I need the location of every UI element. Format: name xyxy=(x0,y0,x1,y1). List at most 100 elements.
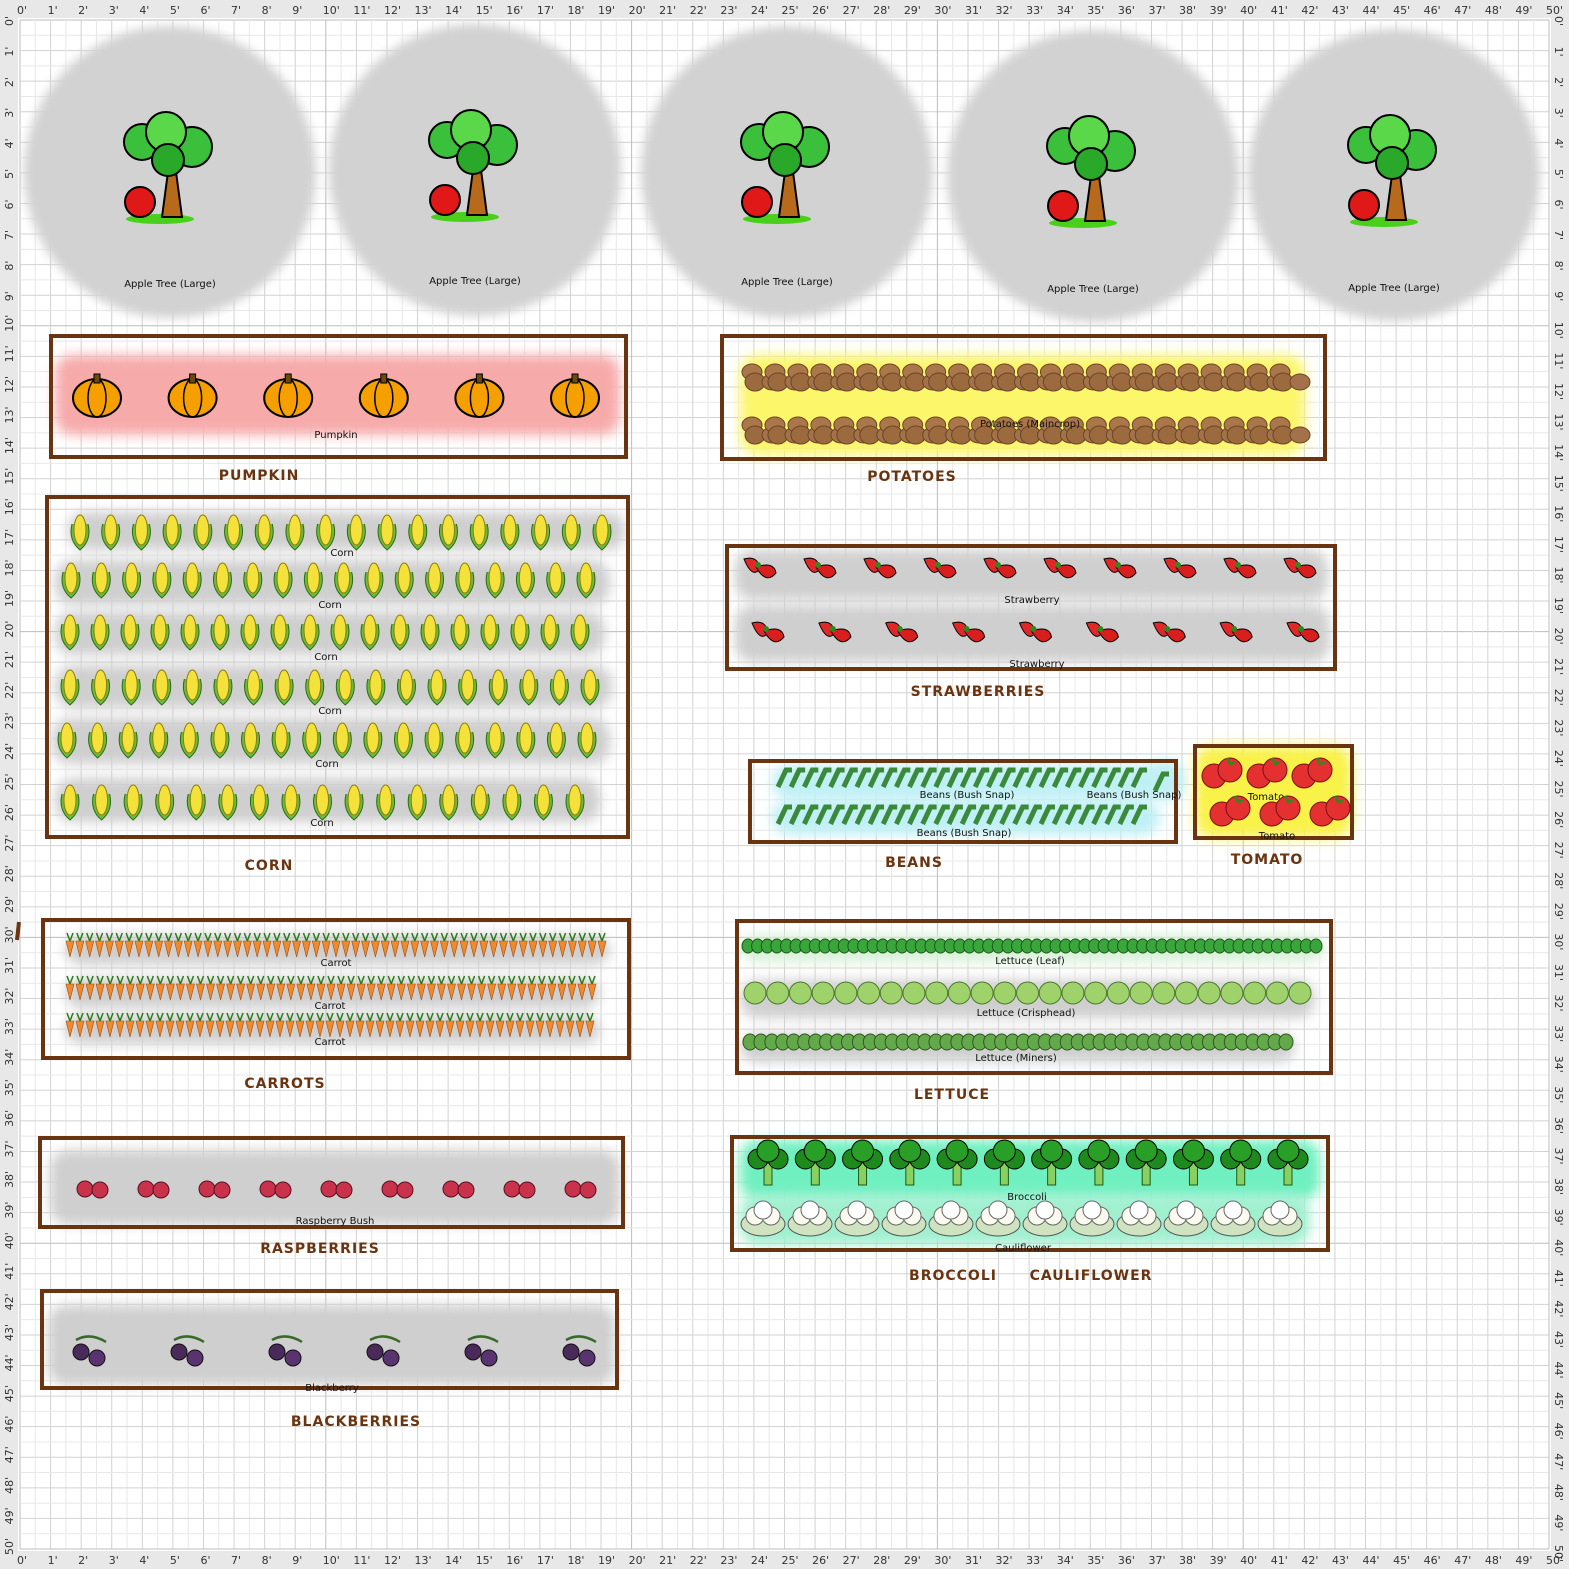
lettuce-head-icon[interactable] xyxy=(834,981,858,1005)
lettuce-miners-icon[interactable] xyxy=(1278,1033,1294,1051)
cauliflower-icon[interactable] xyxy=(928,1200,974,1237)
bean-icon[interactable] xyxy=(1025,804,1042,826)
plant-row[interactable]: Pumpkin xyxy=(72,373,600,441)
strawberry-icon[interactable] xyxy=(951,621,986,643)
corn-icon[interactable] xyxy=(363,722,383,759)
carrot-icon[interactable] xyxy=(325,1012,335,1038)
corn-icon[interactable] xyxy=(60,669,80,706)
bean-icon[interactable] xyxy=(854,804,871,826)
carrot-icon[interactable] xyxy=(376,975,386,1001)
lettuce-head-icon[interactable] xyxy=(1152,981,1176,1005)
carrot-icon[interactable] xyxy=(206,975,215,1001)
carrot-icon[interactable] xyxy=(255,1012,265,1038)
carrot-icon[interactable] xyxy=(266,975,276,1001)
bean-icon[interactable] xyxy=(1038,767,1055,789)
carrot-icon[interactable] xyxy=(548,932,558,958)
corn-icon[interactable] xyxy=(346,514,366,551)
corn-icon[interactable] xyxy=(302,722,322,759)
corn-icon[interactable] xyxy=(546,562,566,599)
pumpkin-icon[interactable] xyxy=(550,373,600,418)
bean-icon[interactable] xyxy=(1064,804,1082,826)
lettuce-head-icon[interactable] xyxy=(766,981,790,1005)
blackberry-icon[interactable] xyxy=(464,1335,499,1367)
bean-icon[interactable] xyxy=(1130,767,1147,789)
raspberry-icon[interactable] xyxy=(442,1180,475,1199)
corn-icon[interactable] xyxy=(516,722,536,759)
carrot-icon[interactable] xyxy=(457,975,466,1001)
carrot-icon[interactable] xyxy=(487,975,496,1001)
corn-icon[interactable] xyxy=(91,562,111,599)
blackberry-icon[interactable] xyxy=(366,1335,401,1367)
blackberry-icon[interactable] xyxy=(72,1335,107,1367)
carrot-icon[interactable] xyxy=(115,975,125,1001)
cauliflower-icon[interactable] xyxy=(787,1200,833,1237)
corn-icon[interactable] xyxy=(240,614,260,651)
corn-icon[interactable] xyxy=(515,562,535,599)
corn-icon[interactable] xyxy=(152,562,172,599)
carrot-icon[interactable] xyxy=(165,1012,175,1038)
strawberry-icon[interactable] xyxy=(923,557,957,579)
bean-icon[interactable] xyxy=(867,767,885,789)
carrot-icon[interactable] xyxy=(134,932,144,958)
carrot-icon[interactable] xyxy=(145,975,155,1001)
corn-icon[interactable] xyxy=(88,722,108,759)
bean-icon[interactable] xyxy=(907,767,924,789)
corn-icon[interactable] xyxy=(580,669,600,706)
carrot-icon[interactable] xyxy=(489,932,499,958)
carrot-icon[interactable] xyxy=(547,975,557,1001)
bean-icon[interactable] xyxy=(1078,767,1095,789)
corn-icon[interactable] xyxy=(213,669,233,706)
corn-icon[interactable] xyxy=(92,784,112,821)
corn-icon[interactable] xyxy=(364,562,384,599)
corn-icon[interactable] xyxy=(271,722,291,759)
cauliflower-icon[interactable] xyxy=(1163,1200,1209,1237)
bean-icon[interactable] xyxy=(907,804,924,826)
corn-icon[interactable] xyxy=(60,614,80,651)
carrot-icon[interactable] xyxy=(455,1012,465,1038)
broccoli-icon[interactable] xyxy=(1267,1139,1309,1186)
bean-icon[interactable] xyxy=(959,767,977,789)
plant-row[interactable]: Carrot xyxy=(65,975,597,1012)
corn-icon[interactable] xyxy=(182,562,202,599)
carrot-icon[interactable] xyxy=(75,975,85,1001)
corn-icon[interactable] xyxy=(450,614,470,651)
carrot-icon[interactable] xyxy=(203,932,213,958)
corn-icon[interactable] xyxy=(531,514,551,551)
bean-icon[interactable] xyxy=(986,804,1003,826)
corn-icon[interactable] xyxy=(150,614,170,651)
carrot-icon[interactable] xyxy=(366,975,376,1001)
corn-icon[interactable] xyxy=(101,514,121,551)
tomato-icon[interactable] xyxy=(1259,795,1301,827)
carrot-icon[interactable] xyxy=(193,932,203,958)
carrot-icon[interactable] xyxy=(587,932,597,958)
bean-icon[interactable] xyxy=(1130,804,1147,826)
bean-icon[interactable] xyxy=(1038,804,1055,826)
carrot-icon[interactable] xyxy=(155,1012,165,1038)
broccoli-icon[interactable] xyxy=(747,1139,789,1186)
plant-row[interactable]: Carrot xyxy=(65,1012,595,1048)
carrot-icon[interactable] xyxy=(535,1012,545,1038)
bean-icon[interactable] xyxy=(815,767,832,789)
lettuce-head-icon[interactable] xyxy=(1265,981,1289,1005)
corn-icon[interactable] xyxy=(377,514,397,551)
corn-icon[interactable] xyxy=(546,722,566,759)
corn-icon[interactable] xyxy=(469,514,489,551)
corn-icon[interactable] xyxy=(549,669,569,706)
cauliflower-icon[interactable] xyxy=(1069,1200,1115,1237)
carrot-icon[interactable] xyxy=(585,1012,595,1038)
carrot-icon[interactable] xyxy=(105,1012,115,1038)
carrot-icon[interactable] xyxy=(447,975,456,1001)
carrot-icon[interactable] xyxy=(302,932,311,958)
cauliflower-icon[interactable] xyxy=(1022,1200,1068,1237)
carrot-icon[interactable] xyxy=(467,975,476,1001)
potato-icon[interactable] xyxy=(1269,416,1311,445)
broccoli-icon[interactable] xyxy=(1031,1139,1073,1186)
corn-icon[interactable] xyxy=(149,722,169,759)
carrot-icon[interactable] xyxy=(415,1012,425,1038)
strawberry-icon[interactable] xyxy=(1163,557,1197,579)
lettuce-head-icon[interactable] xyxy=(1243,981,1267,1005)
